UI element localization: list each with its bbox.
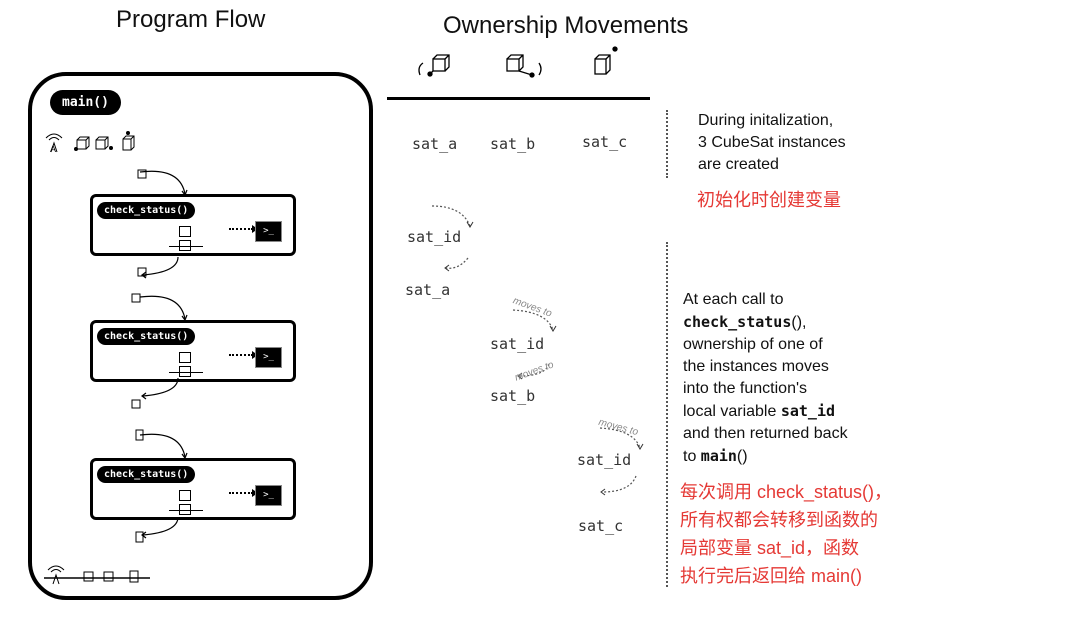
check-status-pill: check_status() <box>97 202 196 219</box>
crossed-cubesat-icon <box>179 366 191 377</box>
var-sat-id-3: sat_id <box>577 451 632 469</box>
ownership-movements-title: Ownership Movements <box>443 12 689 39</box>
program-flow-title: Program Flow <box>116 6 266 33</box>
cubesat-a-icon <box>418 54 450 77</box>
cubesat-a-icon <box>74 136 90 151</box>
strike-line <box>169 510 203 511</box>
output-arrow <box>229 489 258 497</box>
var-sat-id-1: sat_id <box>407 228 462 246</box>
svg-text:A: A <box>50 144 56 154</box>
header-divider <box>387 97 650 100</box>
strike-line <box>169 372 203 373</box>
call-description: At each call to check_status(), ownershi… <box>683 291 848 465</box>
move-arrows-2 <box>512 309 557 380</box>
var-sat-b-returned: sat_b <box>490 387 536 405</box>
mailbox-icon <box>179 490 191 501</box>
mailbox-icon <box>179 352 191 363</box>
init-description: During initalization, 3 CubeSat instance… <box>698 112 846 173</box>
terminal-icon: >_ <box>255 221 282 242</box>
ground-station-icon: A <box>45 133 63 154</box>
final-satellite-icons <box>44 565 150 585</box>
cubesat-b-icon <box>95 136 113 150</box>
crossed-cubesat-icon <box>179 504 191 515</box>
call-annotation-cn: 每次调用 check_status()， 所有权都会转移到函数的 局部变量 sa… <box>680 482 893 586</box>
var-sat-id-2: sat_id <box>490 335 545 353</box>
var-sat-c: sat_c <box>582 133 628 151</box>
output-arrow <box>229 351 258 359</box>
move-arrows-3 <box>599 427 644 496</box>
check-status-box-3: check_status() >_ <box>90 458 296 520</box>
mailbox-icon <box>179 226 191 237</box>
terminal-icon: >_ <box>255 347 282 368</box>
cubesat-c-icon <box>594 46 618 75</box>
crossed-cubesat-icon <box>179 240 191 251</box>
check-status-box-2: check_status() >_ <box>90 320 296 382</box>
header-cubesat-icons <box>418 46 618 78</box>
divider-dots-1 <box>666 110 668 178</box>
cubesat-c-icon <box>122 131 135 151</box>
var-sat-a: sat_a <box>412 135 458 153</box>
var-sat-a-returned: sat_a <box>405 281 451 299</box>
var-sat-b: sat_b <box>490 135 536 153</box>
terminal-icon: >_ <box>255 485 282 506</box>
cubesat-b-icon <box>506 54 542 78</box>
move-arrows-1 <box>431 205 474 272</box>
flow-arrows <box>131 169 188 543</box>
check-status-pill: check_status() <box>97 466 196 483</box>
check-status-pill: check_status() <box>97 328 196 345</box>
main-function-pill: main() <box>50 90 121 115</box>
divider-dots-2 <box>666 242 668 587</box>
var-sat-c-returned: sat_c <box>578 517 624 535</box>
program-flow-frame <box>28 72 373 600</box>
init-annotation-cn: 初始化时创建变量 <box>697 190 841 210</box>
check-status-box-1: check_status() >_ <box>90 194 296 256</box>
initial-satellite-icons: A <box>45 131 135 154</box>
flow-cubesat-icons <box>131 169 147 543</box>
output-arrow <box>229 225 258 233</box>
strike-line <box>169 246 203 247</box>
